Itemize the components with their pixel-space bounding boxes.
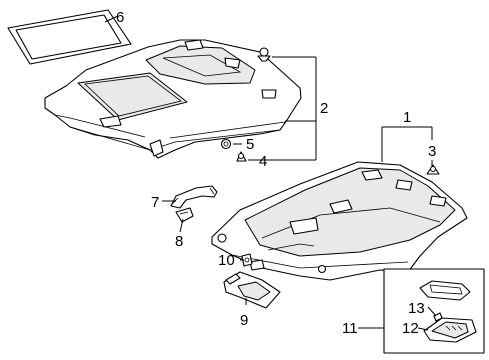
sunroof-seal-frame [7, 9, 132, 65]
callout-labels: 6 2 5 4 1 3 7 8 10 9 11 13 12 [116, 9, 436, 337]
callout-3: 3 [428, 143, 436, 160]
callout-9: 9 [240, 312, 248, 329]
sunvisor [223, 271, 281, 309]
callout-5: 5 [246, 136, 254, 153]
lower-headliner-panel [211, 161, 468, 281]
upper-headliner-panel [44, 39, 302, 159]
clip-3 [426, 164, 440, 175]
callout-6: 6 [116, 9, 124, 26]
callout-2: 2 [320, 100, 328, 117]
callout-11: 11 [342, 320, 358, 337]
callout-10: 10 [218, 252, 235, 269]
callout-12: 12 [402, 320, 419, 337]
clip-4 [236, 151, 247, 162]
callout-7: 7 [151, 194, 159, 211]
clip-5 [220, 138, 232, 150]
sunvisor-clip [241, 253, 253, 267]
callout-8: 8 [175, 233, 183, 250]
callout-4: 4 [259, 153, 267, 170]
clip-2-top [257, 47, 271, 62]
callout-1: 1 [403, 109, 411, 126]
grip-cover [175, 207, 194, 223]
callout-13: 13 [408, 300, 425, 317]
dome-lamp-inset [383, 268, 485, 354]
leader-lines [104, 15, 437, 331]
assist-grip [170, 185, 218, 209]
